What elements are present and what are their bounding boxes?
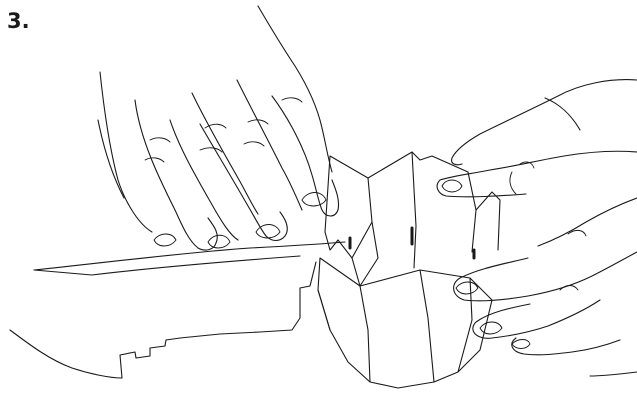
flat-sheet <box>10 242 345 378</box>
right-hand-lower <box>454 198 637 376</box>
right-hand-upper <box>437 80 637 197</box>
folded-box <box>318 152 500 388</box>
left-hand <box>98 6 339 250</box>
